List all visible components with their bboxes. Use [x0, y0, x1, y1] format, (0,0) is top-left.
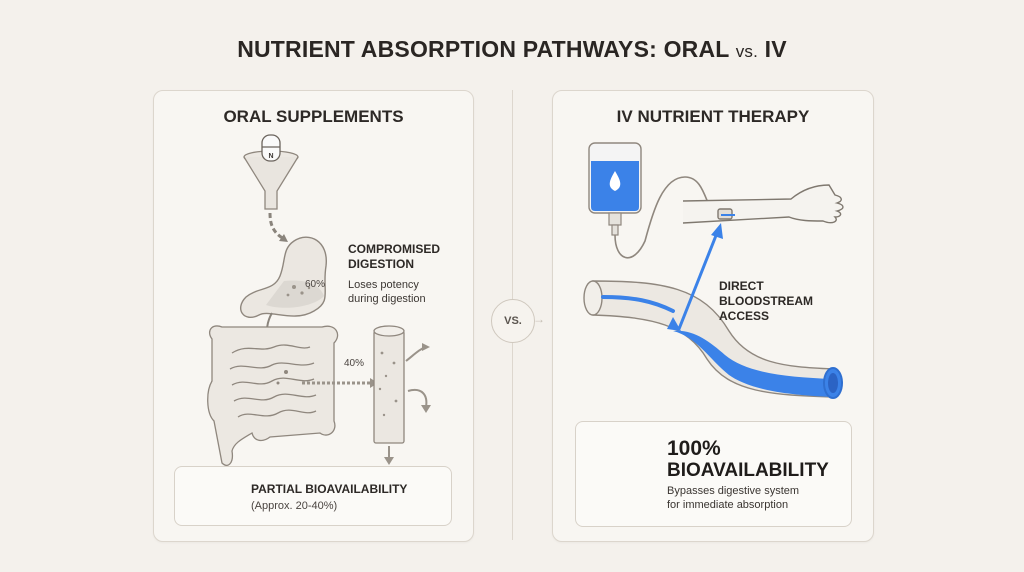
- intestine-icon: [207, 325, 339, 466]
- oral-panel: ORAL SUPPLEMENTS N: [153, 90, 474, 542]
- arm-icon: [682, 184, 844, 224]
- compromised-sub-1: Loses potency: [348, 279, 419, 291]
- iv-panel-title: IV NUTRIENT THERAPY: [616, 107, 810, 126]
- vs-badge: VS.: [491, 299, 535, 343]
- vs-arrow-icon: →: [533, 312, 545, 326]
- direct-access-line-2: BLOODSTREAM: [719, 294, 813, 308]
- direct-access-line-1: DIRECT: [719, 279, 764, 293]
- iv-bag-icon: [588, 142, 642, 236]
- bioavailability-sub-2: for immediate absorption: [667, 499, 789, 511]
- title-tail: IV: [764, 36, 787, 62]
- blood-vessel-icon: [373, 325, 405, 444]
- title-vs: vs.: [735, 42, 759, 61]
- bioavailability-sub-1: Bypasses digestive system: [667, 485, 800, 497]
- partial-bioavailability-title: PARTIAL BIOAVAILABILITY: [251, 482, 408, 496]
- funnel-icon: N: [243, 134, 299, 210]
- iv-panel: IV NUTRIENT THERAPY: [552, 90, 874, 542]
- partial-bioavailability-card: PARTIAL BIOAVAILABILITY (Approx. 20-40%): [174, 466, 452, 526]
- bioavailability-title: BIOAVAILABILITY: [667, 460, 829, 481]
- oral-illustration: N: [207, 134, 431, 513]
- compromised-heading-1: COMPROMISED: [348, 242, 441, 256]
- blood-vessel-icon: [583, 280, 843, 399]
- compromised-sub-2: during digestion: [348, 293, 426, 305]
- intestine-percent: 40%: [344, 358, 365, 369]
- full-bioavailability-card: [575, 421, 852, 527]
- stomach-percent: 60%: [305, 279, 326, 290]
- direct-access-line-3: ACCESS: [719, 309, 770, 323]
- partial-bioavailability-range: (Approx. 20-40%): [251, 500, 338, 512]
- stomach-icon: [240, 236, 327, 318]
- bioavailability-percent: 100%: [667, 437, 721, 460]
- compromised-heading-2: DIGESTION: [348, 257, 415, 271]
- svg-text:N: N: [268, 153, 273, 160]
- title-main: NUTRIENT ABSORPTION PATHWAYS: ORAL: [237, 36, 730, 62]
- oral-panel-title: ORAL SUPPLEMENTS: [223, 107, 404, 126]
- page-title: NUTRIENT ABSORPTION PATHWAYS: ORAL vs. I…: [0, 36, 1024, 63]
